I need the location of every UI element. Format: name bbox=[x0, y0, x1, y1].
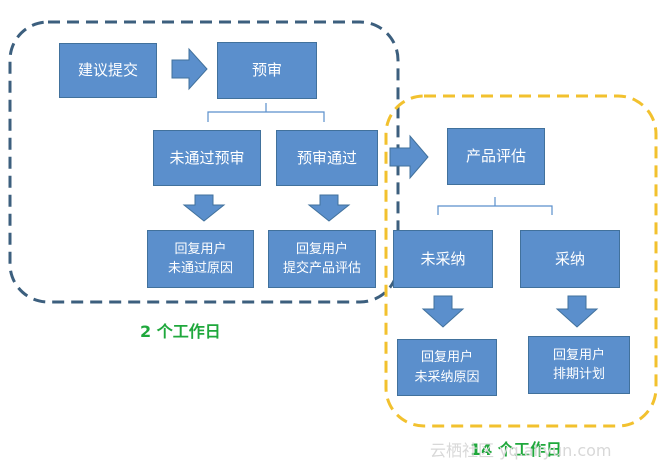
node-reply-eval-line2: 提交产品评估 bbox=[282, 261, 361, 276]
node-reply-not-adopted-line2: 未采纳原因 bbox=[414, 369, 480, 385]
node-passed-label: 预审通过 bbox=[296, 148, 357, 167]
node-suggest: 建议提交 bbox=[59, 43, 157, 98]
node-precheck: 预审 bbox=[217, 42, 317, 99]
bracket-product-eval bbox=[437, 197, 553, 215]
node-not-adopted-label: 未采纳 bbox=[420, 249, 466, 268]
node-not-adopted: 未采纳 bbox=[393, 230, 493, 288]
node-product-eval: 产品评估 bbox=[447, 128, 545, 185]
node-reply-schedule-line1: 回复用户 bbox=[552, 347, 605, 363]
arrow-down-1 bbox=[182, 194, 226, 222]
group2-duration-label: 14 个工作日 bbox=[470, 440, 562, 459]
node-reply-reject: 回复用户 未通过原因 bbox=[147, 230, 254, 288]
arrow-right-1 bbox=[171, 47, 208, 91]
node-reply-eval: 回复用户 提交产品评估 bbox=[268, 230, 376, 288]
node-reply-schedule-line2: 排期计划 bbox=[552, 367, 605, 382]
node-adopted-label: 采纳 bbox=[554, 249, 585, 268]
arrow-down-3 bbox=[421, 295, 465, 328]
node-reply-not-adopted-line1: 回复用户 bbox=[420, 350, 473, 365]
arrow-right-2 bbox=[389, 134, 429, 180]
node-not-passed: 未通过预审 bbox=[153, 130, 261, 186]
bracket-precheck bbox=[207, 103, 325, 122]
arrow-down-2 bbox=[307, 194, 351, 222]
group1-duration-label: 2 个工作日 bbox=[140, 322, 221, 341]
node-precheck-label: 预审 bbox=[251, 61, 282, 80]
group2-boundary bbox=[384, 94, 658, 428]
node-passed: 预审通过 bbox=[276, 130, 378, 186]
node-adopted: 采纳 bbox=[520, 230, 620, 288]
node-reply-schedule: 回复用户 排期计划 bbox=[528, 336, 630, 394]
node-reply-reject-line2: 未通过原因 bbox=[167, 261, 233, 276]
node-reply-eval-line1: 回复用户 bbox=[295, 241, 348, 257]
watermark-text: 云栖社区 yq.aliyun.com bbox=[430, 441, 612, 460]
node-reply-reject-line1: 回复用户 bbox=[174, 241, 227, 257]
node-not-passed-label: 未通过预审 bbox=[169, 148, 245, 167]
group1-boundary bbox=[8, 20, 400, 304]
arrow-down-4 bbox=[555, 295, 599, 328]
node-suggest-label: 建议提交 bbox=[77, 61, 138, 80]
node-product-eval-label: 产品评估 bbox=[465, 147, 526, 166]
node-reply-not-adopted: 回复用户 未采纳原因 bbox=[397, 339, 497, 396]
